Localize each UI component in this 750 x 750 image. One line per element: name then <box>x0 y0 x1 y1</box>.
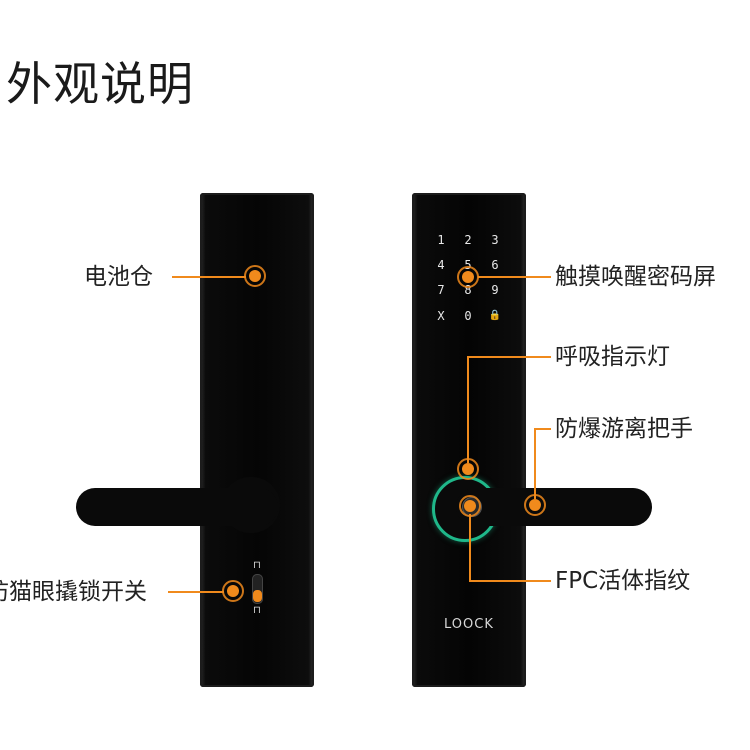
callout-dot-handle <box>529 499 541 511</box>
key-8: 8 <box>464 283 472 297</box>
callout-ring-peephole <box>222 580 244 602</box>
key-5: 5 <box>464 258 472 272</box>
label-breathing-light: 呼吸指示灯 <box>555 344 670 370</box>
brand-logo: LOOCK <box>444 617 494 632</box>
peephole-switch <box>252 574 263 604</box>
callout-dot-touch <box>462 271 474 283</box>
leader-light-vertical <box>467 356 469 463</box>
label-battery: 电池仓 <box>84 264 153 290</box>
page-title: 外观说明 <box>6 57 194 111</box>
callout-dot-peephole <box>227 585 239 597</box>
callout-ring-battery <box>244 265 266 287</box>
label-touch-screen: 触摸唤醒密码屏 <box>555 264 716 290</box>
back-handle-lever <box>76 488 278 526</box>
label-peephole: 防猫眼撬锁开关 <box>0 579 147 605</box>
key-9: 9 <box>491 283 499 297</box>
leader-fingerprint-vertical <box>469 514 471 581</box>
key-0: 0 <box>464 309 472 323</box>
lock-closed-icon: ⊓ <box>253 605 261 616</box>
label-fingerprint: FPC活体指纹 <box>555 568 691 594</box>
key-2: 2 <box>464 233 472 247</box>
key-1: 1 <box>437 233 445 247</box>
lock-open-icon: ⊓ <box>253 560 261 571</box>
key-3: 3 <box>491 233 499 247</box>
key-7: 7 <box>437 283 445 297</box>
leader-light-horizontal <box>467 356 551 358</box>
leader-fingerprint-horizontal <box>469 580 551 582</box>
leader-handle-horizontal <box>534 428 551 430</box>
leader-touch <box>478 276 551 278</box>
callout-dot-fingerprint <box>464 500 476 512</box>
key-x: X <box>437 309 445 323</box>
key-4: 4 <box>437 258 445 272</box>
key-6: 6 <box>491 258 499 272</box>
leader-peephole <box>168 591 224 593</box>
leader-handle-vertical <box>534 428 536 499</box>
callout-dot-battery <box>249 270 261 282</box>
label-handle: 防爆游离把手 <box>555 416 693 442</box>
peephole-switch-knob <box>253 590 262 602</box>
leader-battery <box>172 276 246 278</box>
front-handle-lever <box>456 488 652 526</box>
key-lock-icon: 🔒 <box>488 310 502 321</box>
callout-dot-light <box>462 463 474 475</box>
